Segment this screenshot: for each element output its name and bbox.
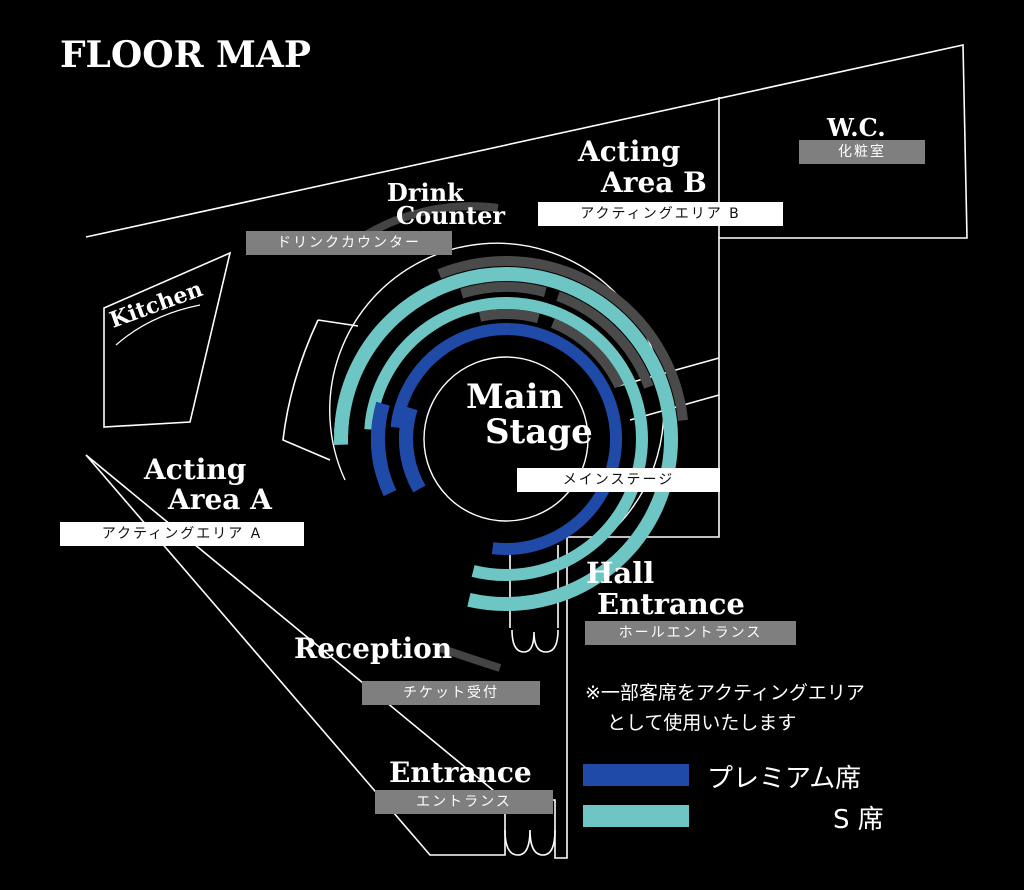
note-line2: として使用いたします — [607, 712, 797, 734]
acting-a-line2: Area A — [167, 483, 273, 516]
main-stage-line2: Stage — [485, 412, 593, 452]
seat-row-s-mid-lower — [364, 297, 648, 581]
seat-row-unused-inner-2 — [550, 318, 624, 389]
seat-row-s-outer-lower — [334, 267, 678, 611]
drink-line1: Drink — [387, 178, 465, 207]
seating-area — [334, 256, 688, 611]
seat-block-premium-left-3 — [370, 420, 397, 497]
hall-entrance-label: ホールエントランス — [585, 621, 796, 645]
s-seat-legend-label: S 席 — [833, 805, 884, 835]
s-seat-swatch — [583, 805, 689, 827]
main-stage-label: メインステージ — [517, 468, 720, 492]
acting-a-line1: Acting — [143, 453, 246, 486]
premium-legend-label: プレミアム席 — [707, 764, 862, 794]
main-stage-line1: Main — [466, 377, 563, 417]
seat-block-premium-left-4 — [399, 420, 426, 493]
wc-title: W.C. — [826, 113, 886, 142]
seating-note: ※一部客席をアクティングエリア として使用いたします — [585, 678, 865, 738]
seat-row-unused-inner-1 — [478, 308, 540, 324]
seat-row-premium-inner-lower — [391, 323, 622, 555]
acting-b-label: アクティングエリア B — [538, 202, 783, 226]
drink-label: ドリンクカウンター — [246, 231, 452, 255]
premium-swatch — [583, 764, 689, 786]
entrance-title: Entrance — [389, 756, 532, 789]
acting-b-line1: Acting — [577, 135, 680, 168]
seat-row-unused-outer — [437, 256, 688, 421]
seat-row-unused-mid-2 — [556, 291, 654, 389]
wc-label: 化粧室 — [799, 140, 925, 164]
page-title: FLOOR MAP — [60, 34, 311, 76]
acting-a-label: アクティングエリア A — [60, 522, 304, 546]
hall-line2: Entrance — [597, 587, 745, 621]
acting-b-line2: Area B — [600, 166, 707, 199]
reception-label: チケット受付 — [362, 681, 540, 705]
entrance-label: エントランス — [375, 790, 553, 814]
hall-line1: Hall — [586, 556, 654, 590]
note-line1: ※一部客席をアクティングエリア — [585, 682, 865, 704]
seat-row-unused-mid-1 — [460, 282, 547, 299]
reception-title: Reception — [294, 632, 452, 665]
drink-line2: Counter — [396, 201, 505, 230]
